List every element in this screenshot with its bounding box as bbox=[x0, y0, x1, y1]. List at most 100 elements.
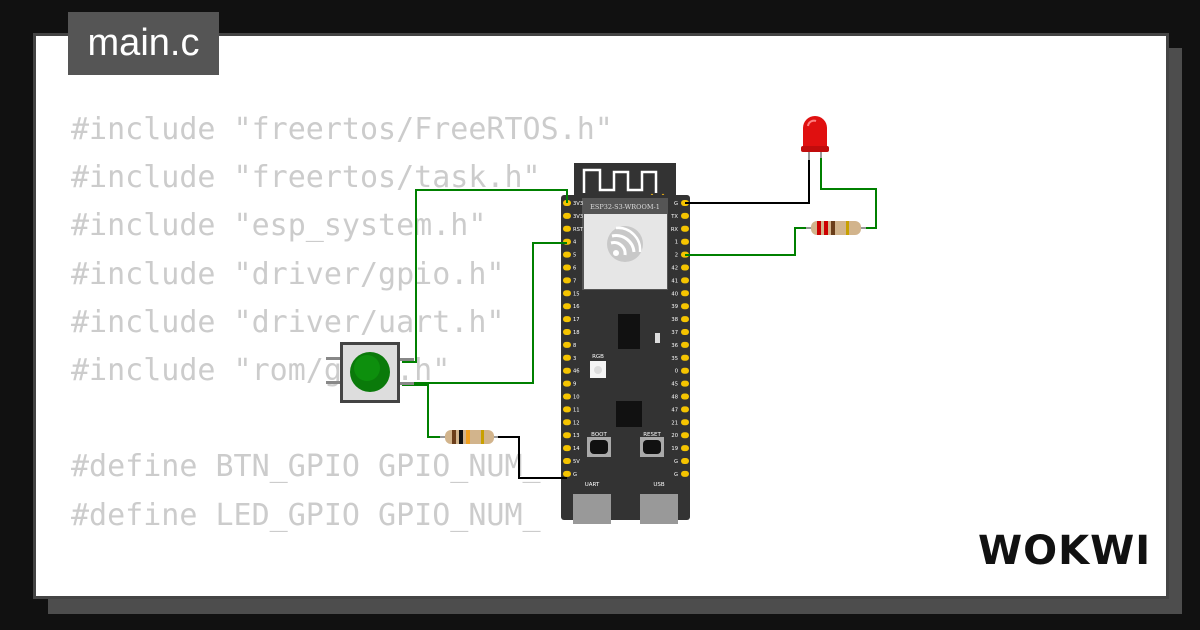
pin-pad[interactable] bbox=[681, 303, 689, 310]
pin-pad[interactable] bbox=[681, 290, 689, 297]
wokwi-logo-text: WOKWI bbox=[978, 528, 1151, 574]
pin-pad[interactable] bbox=[563, 432, 571, 439]
pin-label: G bbox=[573, 472, 577, 478]
pin-label: 0 bbox=[675, 369, 678, 375]
code-line: #include "driver/uart.h" bbox=[71, 304, 505, 340]
pin-pad[interactable] bbox=[563, 264, 571, 271]
reset-label: RESET bbox=[643, 432, 661, 438]
pin-label: 39 bbox=[671, 304, 678, 310]
pin-pad[interactable] bbox=[681, 354, 689, 361]
native-usb-connector bbox=[640, 494, 678, 524]
pin-pad[interactable] bbox=[681, 470, 689, 477]
boot-label: BOOT bbox=[591, 432, 607, 438]
pin-pad[interactable] bbox=[563, 354, 571, 361]
pin-pad[interactable] bbox=[681, 458, 689, 464]
wokwi-logo: WOKWI bbox=[978, 528, 1151, 574]
wires bbox=[402, 152, 877, 479]
pin-pad[interactable] bbox=[563, 329, 571, 335]
pin-label: 41 bbox=[671, 278, 678, 284]
code-line: #include "esp_system.h" bbox=[71, 208, 487, 244]
code-line: #define LED_GPIO GPIO_NUM_ bbox=[71, 497, 541, 533]
pin-pad[interactable] bbox=[563, 290, 571, 297]
wire-3v3-to-button bbox=[402, 189, 568, 363]
pin-pad[interactable] bbox=[563, 277, 571, 284]
pin-pad[interactable] bbox=[563, 419, 571, 426]
pin-pad[interactable] bbox=[563, 458, 571, 464]
pin-label: 13 bbox=[573, 433, 580, 439]
pin-label: 3 bbox=[573, 356, 576, 362]
pin-pad[interactable] bbox=[563, 212, 571, 219]
pin-label: 3V3 bbox=[573, 201, 583, 207]
pin-label: 20 bbox=[671, 433, 678, 439]
pin-label: 2 bbox=[675, 253, 678, 259]
pin-label: 5 bbox=[573, 253, 576, 259]
pin-pad[interactable] bbox=[563, 406, 571, 413]
pin-label: 15 bbox=[573, 291, 580, 297]
pin-label: 38 bbox=[671, 317, 678, 323]
code-line: #include "driver/gpio.h" bbox=[71, 256, 505, 292]
code-line: #include "freertos/task.h" bbox=[71, 160, 541, 196]
pin-label: G bbox=[674, 472, 678, 478]
pin-label: 4 bbox=[573, 240, 577, 246]
pin-label: 6 bbox=[573, 266, 576, 272]
antenna-trace bbox=[582, 168, 658, 193]
pin-label: RX bbox=[671, 227, 679, 233]
push-button[interactable] bbox=[326, 342, 414, 403]
code-line: #include "freertos/FreeRTOS.h" bbox=[71, 112, 613, 147]
pin-pad[interactable] bbox=[681, 432, 689, 439]
pin-pad[interactable] bbox=[681, 445, 689, 452]
led-resistor bbox=[806, 221, 866, 235]
uart-usb-connector bbox=[573, 494, 611, 524]
pin-label: 48 bbox=[671, 395, 678, 401]
pin-label: 17 bbox=[573, 317, 580, 323]
usb-label: USB bbox=[653, 482, 665, 488]
code-editor: #include "freertos/FreeRTOS.h" #include "… bbox=[71, 106, 613, 596]
pin-pad[interactable] bbox=[681, 212, 689, 219]
pin-pad[interactable] bbox=[681, 380, 689, 387]
pin-pad[interactable] bbox=[681, 277, 689, 284]
pin-pad[interactable] bbox=[681, 316, 689, 323]
pin-label: 9 bbox=[573, 382, 576, 388]
pin-pad[interactable] bbox=[563, 393, 571, 400]
pin-label: 36 bbox=[671, 343, 678, 349]
pin-pad[interactable] bbox=[681, 264, 689, 271]
mcu-chip bbox=[616, 401, 642, 427]
pin-label: 14 bbox=[573, 446, 580, 452]
pin-pad[interactable] bbox=[563, 380, 571, 387]
pin-pad[interactable] bbox=[681, 329, 689, 335]
pin-pad[interactable] bbox=[681, 225, 689, 232]
wire-gnd-to-led bbox=[685, 152, 810, 204]
esp32-board[interactable]: ESP32-S3-WROOM-1 RGB BOOT RESET UART USB… bbox=[561, 163, 690, 524]
pin-pad[interactable] bbox=[563, 470, 571, 477]
pin-label: 16 bbox=[573, 304, 580, 310]
pin-pad[interactable] bbox=[681, 393, 689, 400]
pin-pad[interactable] bbox=[681, 367, 689, 374]
pin-pad[interactable] bbox=[563, 225, 571, 232]
uart-label: UART bbox=[585, 482, 600, 488]
smd-component bbox=[655, 333, 660, 343]
wire-button-to-resistor bbox=[402, 384, 445, 438]
pin-pad[interactable] bbox=[681, 238, 689, 245]
pin-label: 12 bbox=[573, 420, 580, 426]
code-line: void app_main() { bbox=[71, 588, 613, 596]
pin-pad[interactable] bbox=[563, 341, 571, 348]
pin-pad[interactable] bbox=[681, 341, 689, 348]
pin-pad[interactable] bbox=[681, 419, 689, 426]
pin-pad[interactable] bbox=[563, 303, 571, 310]
file-tab[interactable]: main.c bbox=[68, 12, 219, 75]
pin-pad[interactable] bbox=[563, 445, 571, 452]
pin-pad[interactable] bbox=[563, 316, 571, 323]
pin-pad[interactable] bbox=[563, 251, 571, 258]
pin-label: 1 bbox=[675, 240, 678, 246]
module-label: ESP32-S3-WROOM-1 bbox=[590, 203, 660, 211]
pin-label: RST bbox=[573, 227, 584, 233]
pin-pad[interactable] bbox=[563, 367, 571, 374]
pin-pad[interactable] bbox=[681, 406, 689, 413]
pin-label: 7 bbox=[573, 278, 576, 284]
pin-label: 11 bbox=[573, 407, 580, 413]
pin-label: G bbox=[674, 201, 678, 207]
pulldown-resistor bbox=[440, 430, 498, 444]
